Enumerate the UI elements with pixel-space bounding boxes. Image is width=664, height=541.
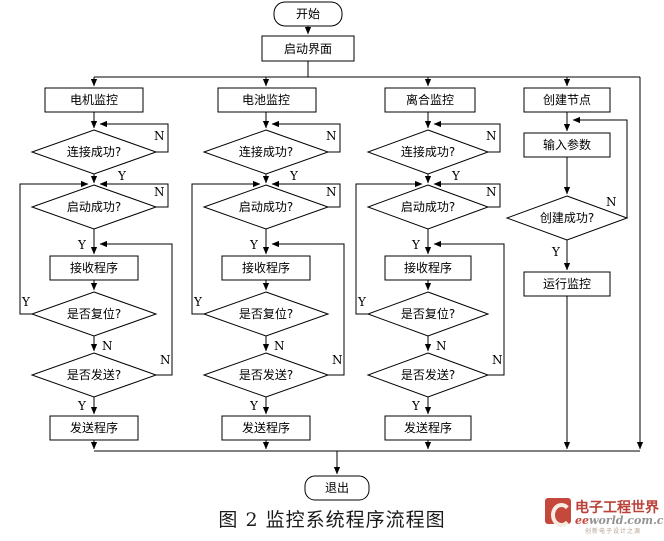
node-c4-node-label: 创建节点 xyxy=(543,93,591,107)
node-c2-reset-label: 是否复位? xyxy=(239,306,293,321)
edge-c3-boot-n xyxy=(433,180,501,208)
node-c2-sendp-label: 发送程序 xyxy=(242,420,290,435)
node-c3-reset-label: 是否复位? xyxy=(401,306,455,321)
node-c3-head-label: 离合监控 xyxy=(406,92,454,107)
edge-label-c3-conn-n: N xyxy=(486,129,497,143)
edge-label-c1-boot-y: Y xyxy=(77,238,87,252)
node-c2-recv xyxy=(221,255,311,281)
node-c2-recv-label: 接收程序 xyxy=(242,260,290,275)
node-c3-boot-label: 启动成功? xyxy=(401,200,455,214)
watermark-en-lead: ee xyxy=(575,514,589,527)
edge-label-c4-ok-n: N xyxy=(606,195,617,209)
node-c4-run xyxy=(523,271,611,297)
node-exit xyxy=(304,475,370,501)
node-c3-recv xyxy=(384,255,472,281)
edge-c1-reset-y xyxy=(19,180,89,315)
edge-label-c1-conn-y: Y xyxy=(117,169,127,183)
node-c1-reset-label: 是否复位? xyxy=(67,306,121,321)
node-c1-recv-label: 接收程序 xyxy=(70,260,118,275)
edge-c4-ok-n xyxy=(572,116,628,218)
watermark-cn-text: 电子工程世界 xyxy=(575,500,659,516)
node-c1-send-label: 是否发送? xyxy=(67,367,121,382)
node-exit-label: 退出 xyxy=(325,481,349,495)
edge-label-c3-boot-n: N xyxy=(486,185,497,199)
edge-label-c3-reset-n: N xyxy=(436,339,447,353)
figure-caption: 图 2 监控系统程序流程图 xyxy=(218,509,446,531)
edge-c2-conn-n xyxy=(271,120,341,153)
edge-label-c3-send-n: N xyxy=(492,353,503,367)
edge-c2-boot-n xyxy=(271,180,341,208)
edge-c3-conn-n xyxy=(433,120,501,153)
watermark-en-text: eeworld.com.cn xyxy=(575,514,664,527)
edge-label-c2-send-y: Y xyxy=(249,399,259,413)
edge-label-c1-conn-n: N xyxy=(154,129,165,143)
node-c3-send-label: 是否发送? xyxy=(401,367,455,382)
edge-label-c2-reset-n: N xyxy=(274,339,285,353)
node-c3-head xyxy=(384,87,476,113)
node-splash-label: 启动界面 xyxy=(284,42,332,56)
edge-label-c3-reset-y: Y xyxy=(357,295,367,309)
edge-label-c4-ok-y: Y xyxy=(551,245,561,259)
edge-label-c1-reset-n: N xyxy=(102,339,113,353)
node-c4-param-label: 输入参数 xyxy=(543,137,591,152)
node-c4-run-label: 运行监控 xyxy=(543,277,591,291)
edge-c1-send-n xyxy=(99,240,173,376)
node-c1-boot-label: 启动成功? xyxy=(67,200,121,214)
edge-label-c1-boot-n: N xyxy=(154,185,165,199)
edge-label-c3-send-y: Y xyxy=(411,399,421,413)
node-c1-head xyxy=(44,87,144,113)
watermark-sub-text: 创新电子设计之源 xyxy=(585,528,642,535)
edge-c3-reset-y xyxy=(355,180,423,315)
edge-c1-boot-n xyxy=(99,180,169,208)
watermark-en-rest: world.com.cn xyxy=(589,514,664,527)
edge-label-c2-conn-y: Y xyxy=(289,169,299,183)
node-c3-sendp xyxy=(384,415,472,441)
node-start-label: 开始 xyxy=(296,7,320,21)
node-c2-head xyxy=(217,87,317,113)
edge-c2-send-n xyxy=(271,240,345,376)
node-c4-ok-label: 创建成功? xyxy=(540,211,594,225)
edge-label-c2-send-n: N xyxy=(332,353,343,367)
edge-label-c2-boot-n: N xyxy=(326,185,337,199)
node-c4-param xyxy=(523,132,611,158)
node-c2-conn-label: 连接成功? xyxy=(239,144,293,159)
node-c1-conn-label: 连接成功? xyxy=(67,144,121,159)
edge-label-c3-boot-y: Y xyxy=(411,238,421,252)
edge-label-c2-reset-y: Y xyxy=(193,295,203,309)
node-c1-recv xyxy=(49,255,139,281)
node-c3-conn-label: 连接成功? xyxy=(401,144,455,159)
edge-c3-send-n xyxy=(433,240,505,376)
node-c3-recv-label: 接收程序 xyxy=(404,260,452,275)
node-c2-boot-label: 启动成功? xyxy=(239,200,293,214)
node-splash xyxy=(261,35,355,62)
node-c2-head-label: 电池监控 xyxy=(242,93,290,107)
node-c1-head-label: 电机监控 xyxy=(70,93,118,107)
eeworld-watermark: 电子工程世界 eeworld.com.cn 创新电子设计之源 xyxy=(545,496,664,536)
edge-c1-conn-n xyxy=(99,120,169,153)
edge-label-c2-conn-n: N xyxy=(326,129,337,143)
edge-label-c2-boot-y: Y xyxy=(249,238,259,252)
eeworld-logo-icon xyxy=(545,498,572,527)
node-c1-sendp-label: 发送程序 xyxy=(70,420,118,435)
edge-label-c1-reset-y: Y xyxy=(21,295,31,309)
edge-c2-reset-y xyxy=(191,180,261,315)
node-c3-sendp-label: 发送程序 xyxy=(404,420,452,435)
edge-label-c3-conn-y: Y xyxy=(451,169,461,183)
edge-label-c1-send-y: Y xyxy=(77,399,87,413)
node-c1-sendp xyxy=(49,415,139,441)
node-c2-send-label: 是否发送? xyxy=(239,367,293,382)
edge-label-c1-send-n: N xyxy=(160,353,171,367)
